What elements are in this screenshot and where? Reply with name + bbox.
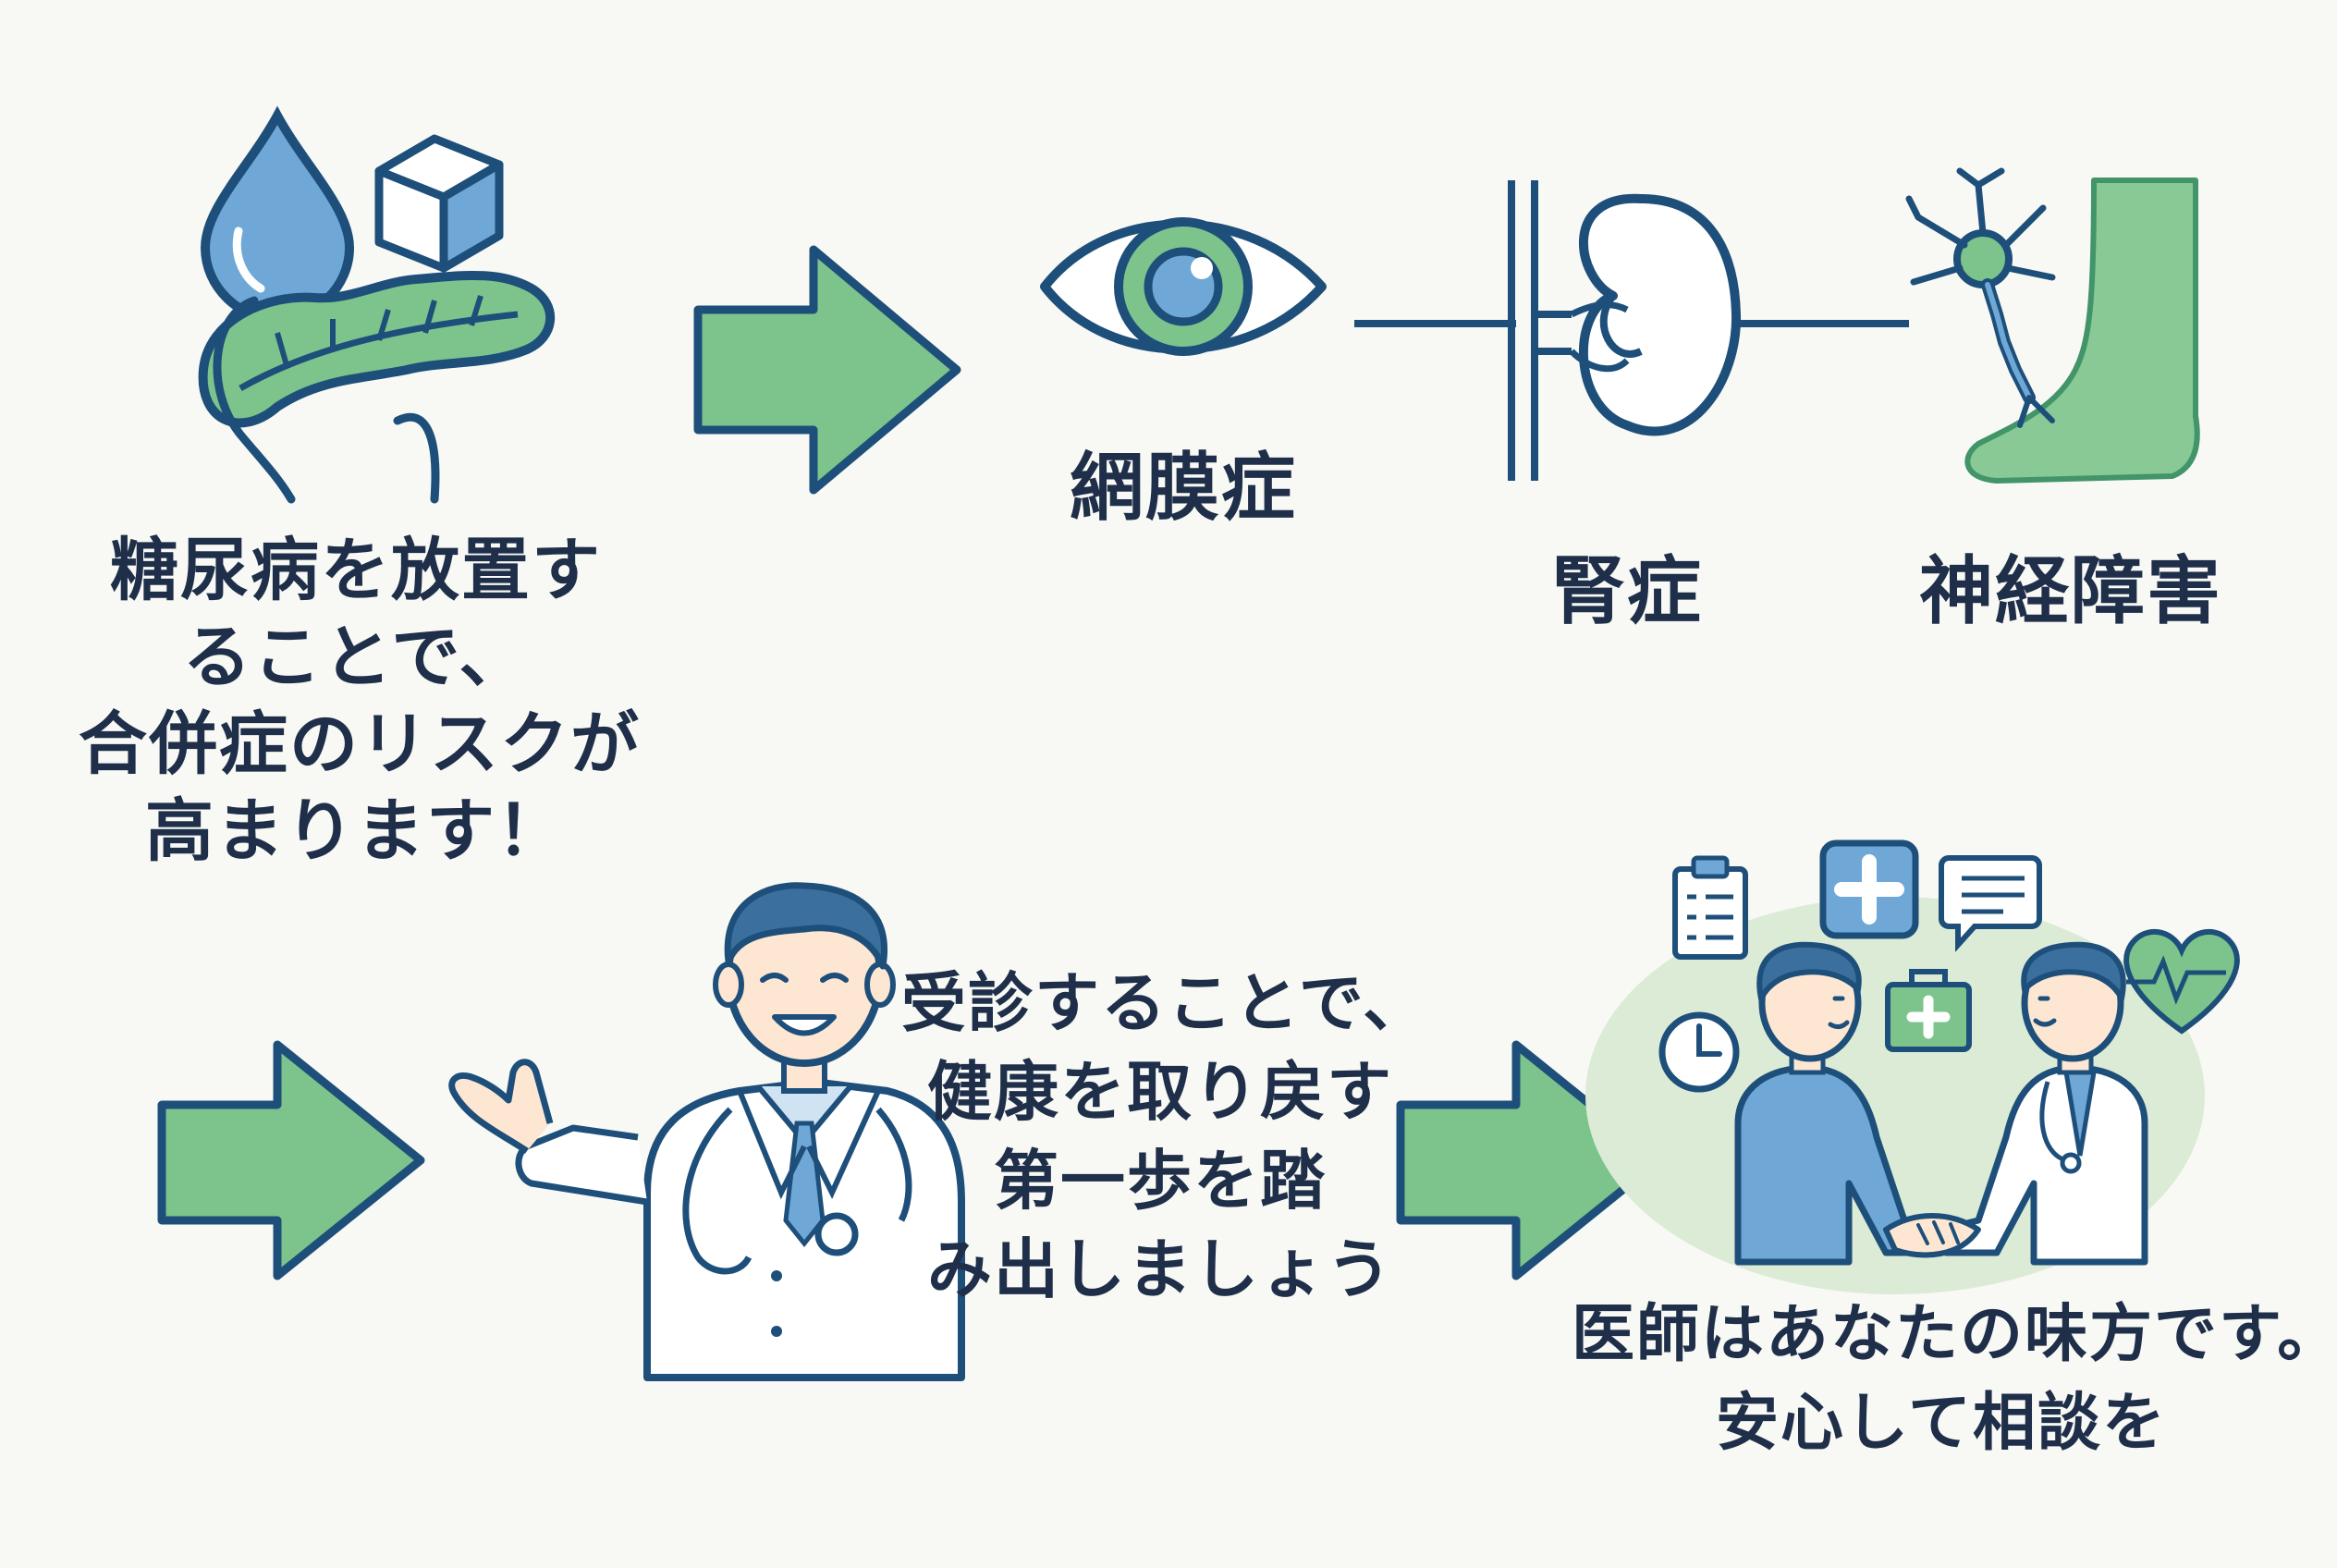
visit-text-line: み出しましょう <box>927 1231 1393 1307</box>
intro-text-line: 合併症のリスクが <box>79 704 641 784</box>
visit-text: 受診することで、 健康を取り戻す 第一歩を踏 み出しましょう <box>901 965 1430 1307</box>
chat-bubble-icon <box>1939 855 2042 952</box>
consultation-scene <box>1585 839 2240 1294</box>
pancreas-icon <box>198 270 556 504</box>
retinopathy-label: 網膜症 <box>1070 445 1297 531</box>
handshake-icon <box>1883 1213 1981 1258</box>
heart-rate-icon <box>2123 928 2240 1035</box>
patient-figure <box>1734 941 1936 1266</box>
doctor-text-line: 安心して相談を <box>1716 1387 2167 1460</box>
visit-text-line: 健康を取り戻す <box>927 1054 1393 1130</box>
intro-text: 糖尿病を放置す ることで、 合併症のリスクが 高まります！ <box>79 531 641 871</box>
medical-cross-icon <box>1819 839 1919 939</box>
intro-text-line: 糖尿病を放置す <box>110 531 602 610</box>
intro-text-line: 高まります！ <box>145 791 567 871</box>
arrow-right-icon <box>1396 1040 1664 1280</box>
visit-text-line: 受診することで、 <box>901 965 1430 1041</box>
visit-text-line: 第一歩を踏 <box>994 1143 1327 1219</box>
doctor-text: 医師はあなたの味方です。 安心して相談を <box>1572 1298 2337 1460</box>
clipboard-icon <box>1672 855 1748 960</box>
eye-icon <box>1040 217 1327 356</box>
nephropathy-label: 腎症 <box>1551 548 1703 634</box>
arrow-right-icon <box>157 1040 425 1280</box>
intro-text-line: ることで、 <box>182 618 530 697</box>
arrow-right-icon <box>693 245 961 495</box>
nerve-foot-icon <box>1905 167 2200 484</box>
blood-drop-icon <box>200 105 355 325</box>
doctor-text-line: 医師はあなたの味方です。 <box>1572 1298 2337 1371</box>
first-aid-kit-icon <box>1885 969 1972 1052</box>
doctor-illustration <box>448 882 965 1381</box>
neuropathy-label: 神経障害 <box>1919 548 2222 634</box>
small-doctor-figure <box>1938 941 2148 1266</box>
sugar-cube-icon <box>374 134 504 273</box>
kidney-icon <box>1508 180 1742 481</box>
clock-icon <box>1658 1011 1740 1093</box>
